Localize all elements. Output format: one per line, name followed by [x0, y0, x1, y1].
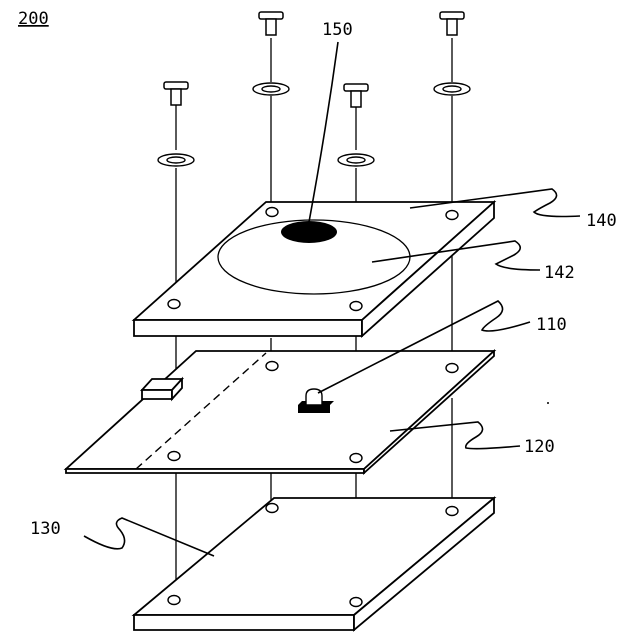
hole: [168, 300, 180, 309]
washer: [434, 83, 470, 95]
washer: [253, 83, 289, 95]
washer: [158, 154, 194, 166]
screw: [344, 84, 368, 107]
hole: [350, 302, 362, 311]
stray-dot: [547, 402, 549, 404]
screw: [440, 12, 464, 35]
hole: [266, 504, 278, 513]
hole: [168, 452, 180, 461]
washers: [158, 83, 470, 166]
label-mark: 150: [322, 20, 353, 40]
washer: [338, 154, 374, 166]
base-plate: [134, 498, 494, 630]
label-upper-plate: 140: [586, 211, 617, 231]
hole: [350, 454, 362, 463]
hole: [446, 211, 458, 220]
screws: [164, 12, 464, 107]
leader-150: [309, 42, 338, 222]
label-circuit-board: 120: [524, 437, 555, 457]
hole: [168, 596, 180, 605]
circuit-board: [66, 351, 494, 473]
hole: [266, 362, 278, 371]
label-opening: 142: [544, 263, 575, 283]
screw: [259, 12, 283, 35]
figure-number: 200: [18, 9, 49, 29]
hole: [266, 208, 278, 217]
label-light-source: 110: [536, 315, 567, 335]
leader-130: [84, 518, 214, 556]
upper-plate: [134, 202, 494, 336]
label-base-plate: 130: [30, 519, 61, 539]
screw: [164, 82, 188, 105]
hole: [446, 364, 458, 373]
mark: [281, 221, 337, 243]
hole: [446, 507, 458, 516]
hole: [350, 598, 362, 607]
